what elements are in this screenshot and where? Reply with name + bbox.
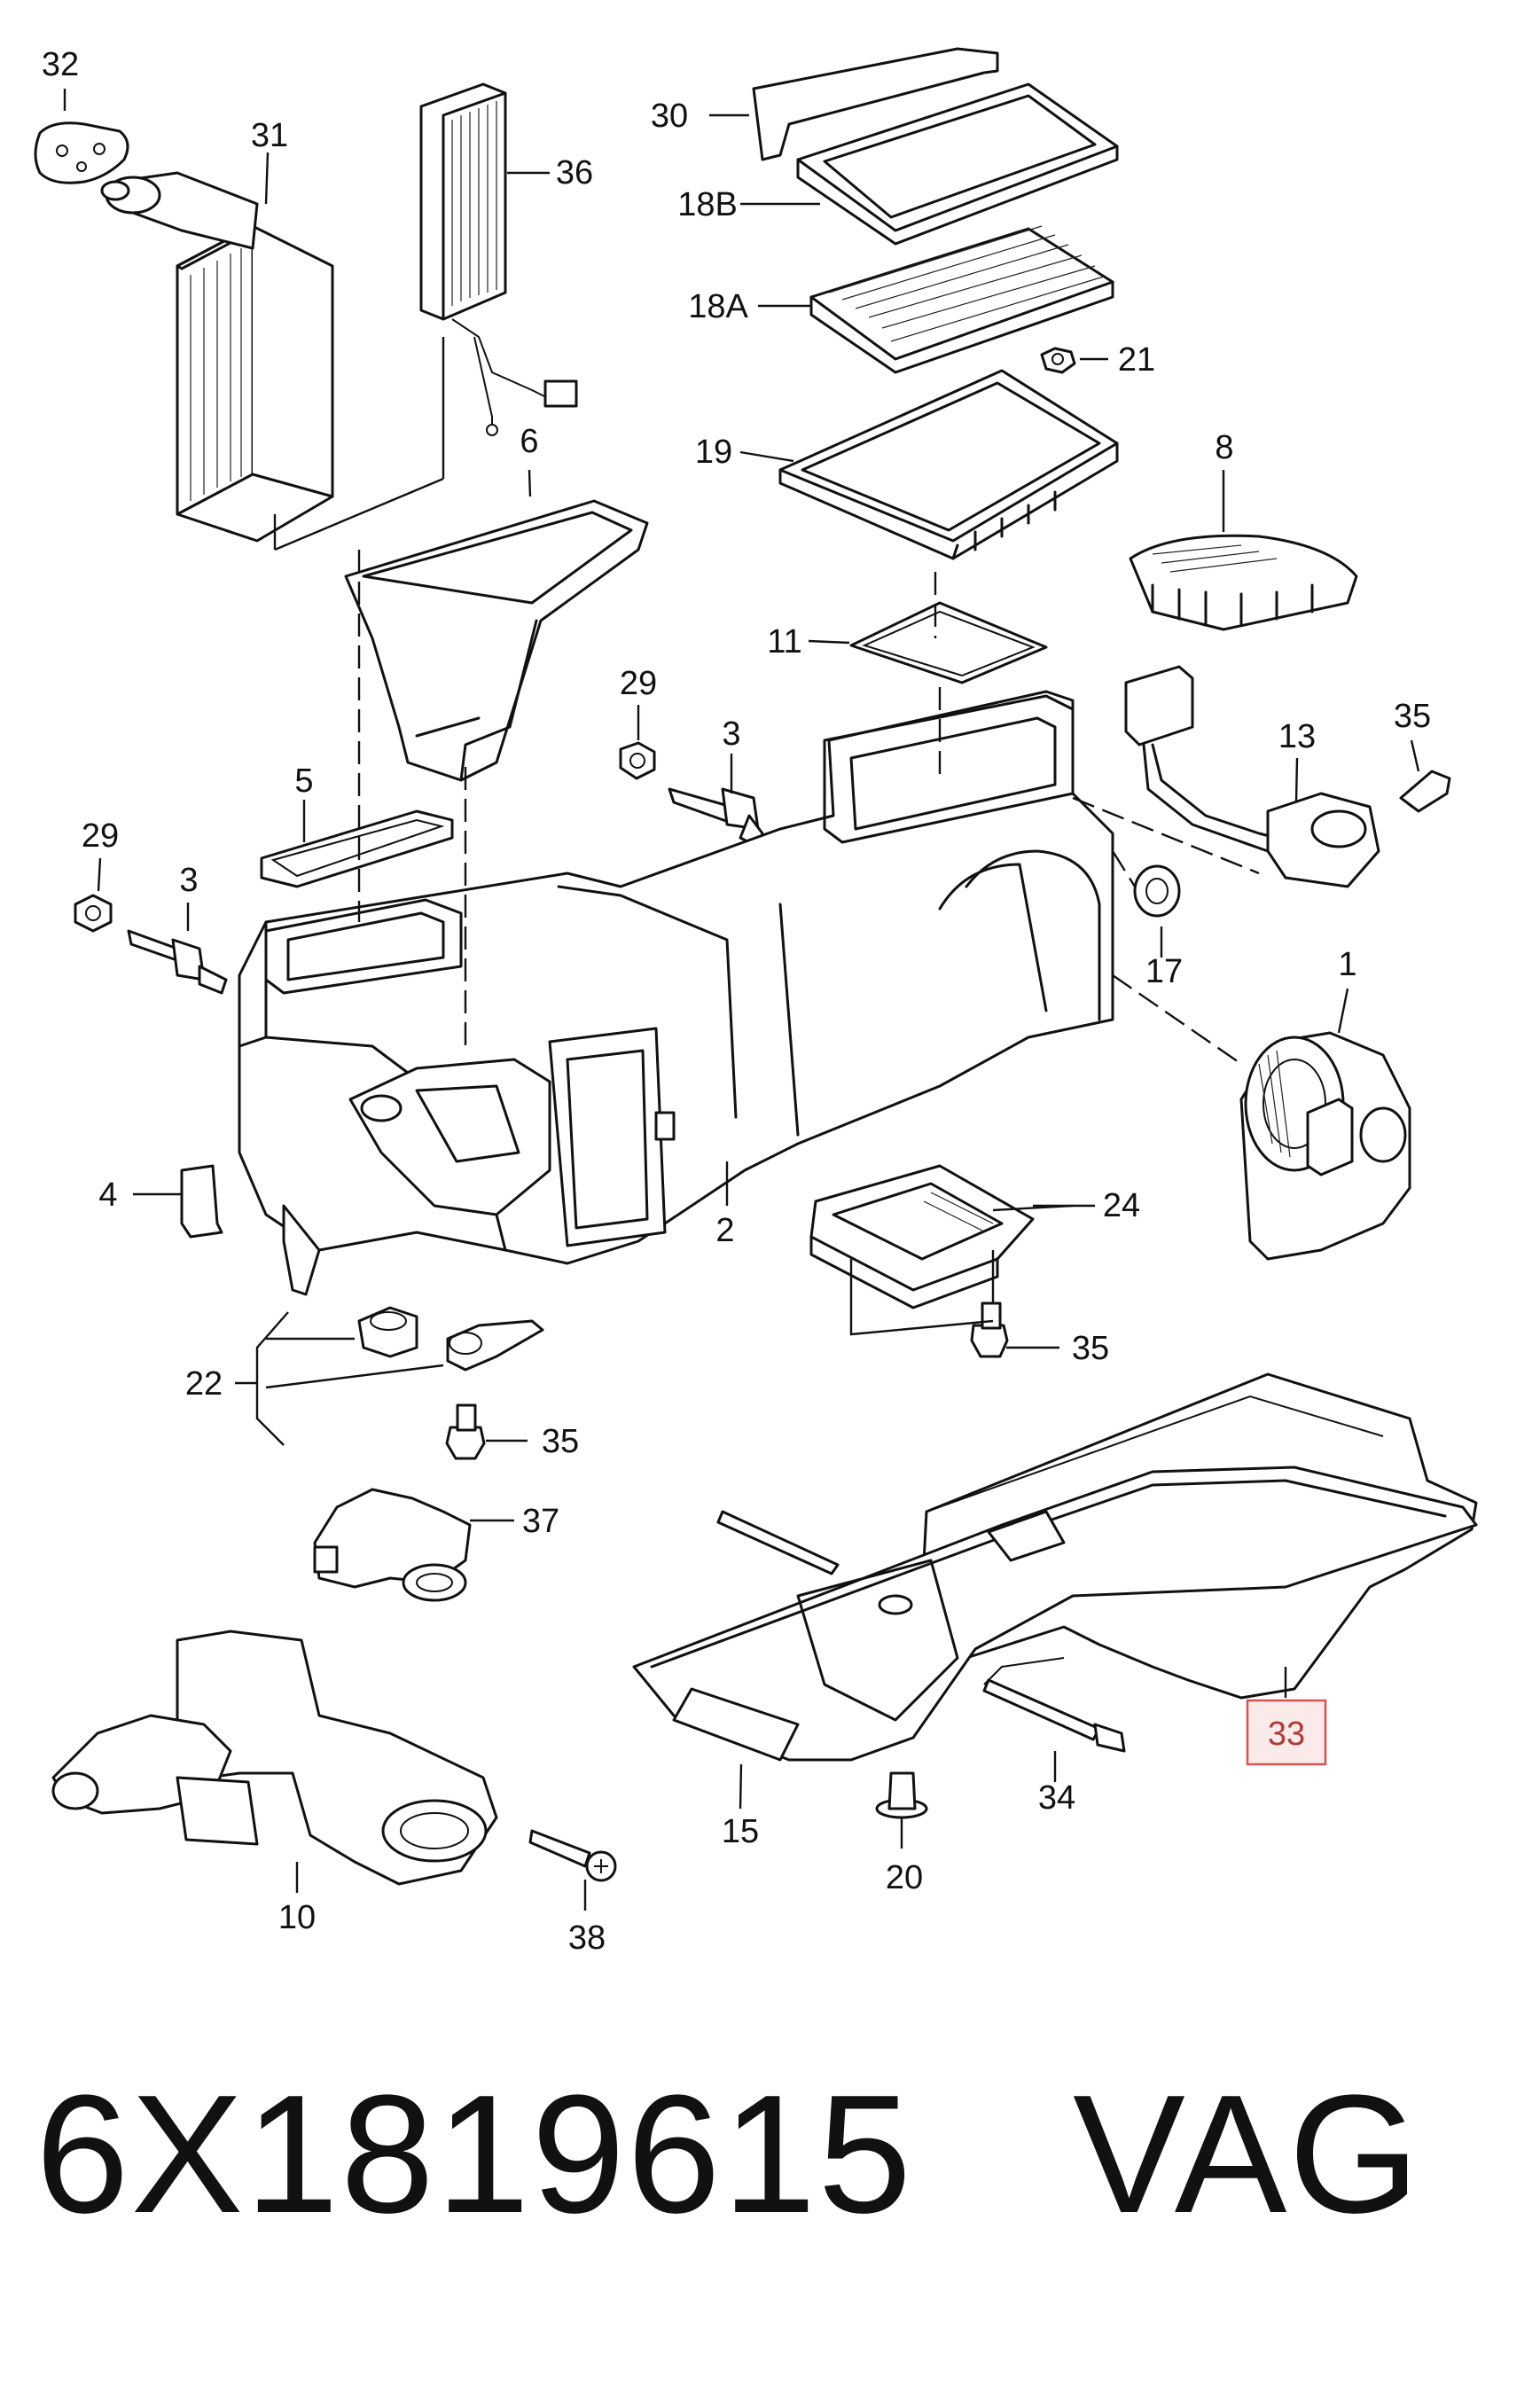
part-screw-35a [1399, 770, 1451, 813]
callout-21: 21 [1118, 341, 1155, 379]
part-bracket-37 [313, 1488, 472, 1602]
part-screw-3a [668, 787, 764, 848]
callout-20: 20 [886, 1859, 923, 1896]
part-gasket-5 [260, 809, 454, 888]
callout-32: 32 [42, 46, 79, 83]
callout-29b: 29 [82, 817, 119, 855]
part-clip-4 [180, 1164, 223, 1239]
part-cover-8 [1129, 534, 1358, 631]
callout-11: 11 [767, 623, 801, 661]
part-nut-21 [1040, 347, 1076, 374]
part-control-module-24 [809, 1164, 1035, 1309]
callout-2: 2 [715, 1212, 734, 1249]
callout-35b: 35 [1072, 1330, 1109, 1367]
part-nut-29a [619, 741, 656, 780]
callout-36: 36 [556, 154, 593, 192]
part-number: 6X1819615 [35, 2060, 914, 2248]
part-gasket-32 [34, 121, 129, 184]
callout-labels: 32 31 36 30 18B 18A 21 19 6 8 11 29 3 35… [42, 46, 1431, 1957]
part-nut-29b [74, 894, 113, 933]
callout-6: 6 [520, 423, 538, 460]
part-duct-10 [51, 1630, 498, 1886]
part-cable-tie-34a [716, 1510, 840, 1575]
callout-29a: 29 [620, 665, 657, 702]
part-heater-core-31 [100, 171, 334, 543]
callout-5: 5 [294, 762, 313, 800]
callout-18a: 18A [688, 288, 748, 325]
part-filter-housing-19 [778, 369, 1119, 560]
callout-8: 8 [1215, 429, 1233, 466]
part-clip-20 [875, 1771, 928, 1819]
part-pollen-filter-18A [809, 225, 1114, 374]
callout-33: 33 [1268, 1716, 1305, 1753]
callout-31: 31 [251, 117, 288, 154]
part-actuator-13 [1124, 665, 1380, 888]
part-aux-heater-36 [419, 82, 578, 436]
part-cable-tie-34b [982, 1678, 1126, 1753]
callout-3a: 3 [722, 715, 740, 753]
part-grommet-17 [1133, 864, 1181, 918]
callout-10: 10 [278, 1899, 316, 1936]
part-screw-35c [445, 1403, 486, 1460]
callout-1: 1 [1338, 946, 1356, 983]
part-ac-housing-2 [238, 690, 1114, 1296]
part-filter-frame-18B [796, 82, 1119, 246]
part-gasket-11 [849, 601, 1048, 684]
callout-37: 37 [522, 1503, 559, 1540]
callout-15: 15 [722, 1813, 759, 1850]
callout-35a: 35 [1394, 698, 1431, 735]
part-duct-6 [344, 499, 649, 782]
callout-22: 22 [185, 1365, 223, 1403]
callout-3b: 3 [179, 862, 198, 899]
part-caption: 6X1819615 VAG [35, 2048, 1507, 2261]
part-screw-3b [127, 929, 228, 995]
callout-30: 30 [651, 98, 688, 135]
callout-24: 24 [1103, 1187, 1140, 1224]
callout-13: 13 [1278, 718, 1316, 755]
brand-name: VAG [1073, 2060, 1422, 2248]
callout-19: 19 [695, 434, 732, 471]
part-seal-30 [752, 47, 999, 161]
callout-17: 17 [1145, 953, 1183, 990]
callout-38: 38 [568, 1919, 606, 1957]
leader-lines [63, 89, 1420, 1911]
part-levers-22 [357, 1306, 544, 1372]
part-floor-duct-15 [632, 1466, 1478, 1762]
callout-33-highlight [1246, 1699, 1327, 1766]
callout-34: 34 [1038, 1779, 1075, 1817]
part-blower-1 [1239, 1031, 1411, 1261]
part-screw-35b [970, 1302, 1009, 1358]
callout-4: 4 [98, 1176, 117, 1214]
callout-35c: 35 [542, 1423, 579, 1460]
part-screw-38 [528, 1829, 617, 1882]
callout-18b: 18B [677, 186, 738, 223]
